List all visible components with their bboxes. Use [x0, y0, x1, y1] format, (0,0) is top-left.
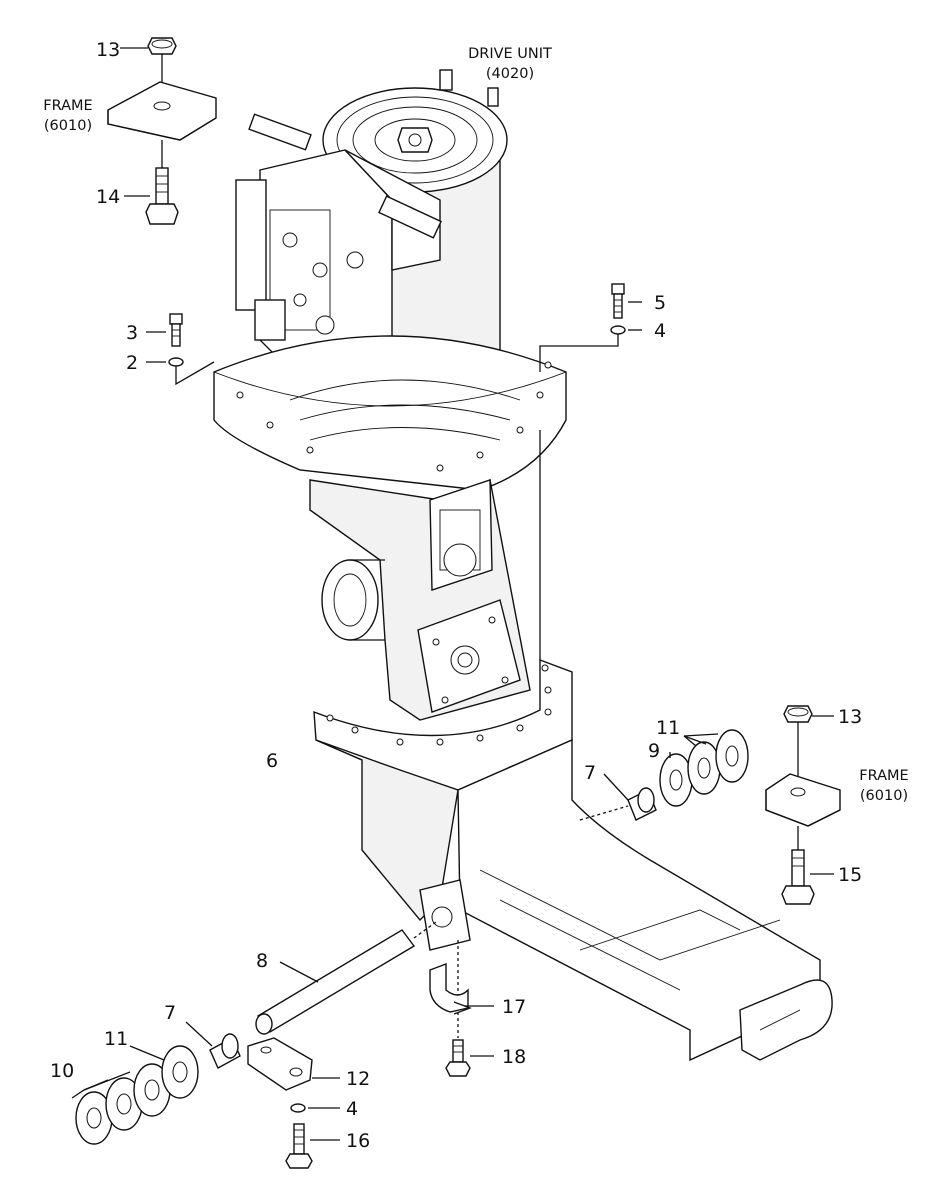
- callout-13-right: 13: [838, 706, 862, 728]
- frame-mount-top-left: [107, 37, 217, 225]
- frame-label-left: FRAME: [43, 98, 92, 114]
- washers-9-11-right: [659, 729, 749, 807]
- bolt-3-washer-2: [146, 313, 215, 386]
- callout-5: 5: [654, 292, 666, 314]
- clip-17-bolt-18: [429, 940, 494, 1077]
- text-labels: DRIVE UNIT (4020) FRAME (6010) FRAME (60…: [43, 39, 908, 1152]
- callout-3: 3: [126, 322, 138, 344]
- hex-nut-13-right: [783, 705, 813, 723]
- callout-10: 10: [50, 1060, 74, 1082]
- frame-label-right: FRAME: [859, 768, 908, 784]
- bolt-15: [791, 849, 805, 887]
- callout-9: 9: [648, 740, 660, 762]
- callout-12: 12: [346, 1068, 370, 1090]
- bushing-7-right: [579, 773, 657, 821]
- callout-14: 14: [96, 186, 120, 208]
- base-bracket-6: [313, 658, 833, 1062]
- callout-11-right: 11: [656, 717, 680, 739]
- callout-18: 18: [502, 1046, 526, 1068]
- hex-nut-13-top: [147, 37, 177, 55]
- pin-8: [255, 921, 437, 1035]
- bushing-7-left: [185, 1021, 241, 1069]
- callout-7-right: 7: [584, 762, 596, 784]
- callout-8: 8: [256, 950, 268, 972]
- callout-7-left: 7: [164, 1002, 176, 1024]
- frame-mount-right: [765, 705, 841, 905]
- callout-15: 15: [838, 864, 862, 886]
- callout-13-top: 13: [96, 39, 120, 61]
- callout-2: 2: [126, 352, 138, 374]
- plate-12: [247, 1037, 340, 1169]
- column-housing: [309, 430, 541, 721]
- washers-10-11-left: [71, 1045, 199, 1145]
- callout-4-bottom: 4: [346, 1098, 358, 1120]
- callout-4-top: 4: [654, 320, 666, 342]
- frame-mount-pad-right: [765, 773, 841, 827]
- callout-11-left: 11: [104, 1028, 128, 1050]
- callout-16: 16: [346, 1130, 370, 1152]
- drive-unit-label: DRIVE UNIT: [468, 46, 552, 62]
- drive-unit-code: (4020): [486, 66, 534, 82]
- drive-unit-assembly: [213, 69, 567, 491]
- frame-mount-pad-top: [107, 81, 217, 141]
- callout-17: 17: [502, 996, 526, 1018]
- bolt-5-washer-4: [539, 283, 642, 372]
- frame-code-right: (6010): [860, 788, 908, 804]
- frame-code-left: (6010): [44, 118, 92, 134]
- bolt-14: [155, 167, 169, 205]
- callout-6: 6: [266, 750, 278, 772]
